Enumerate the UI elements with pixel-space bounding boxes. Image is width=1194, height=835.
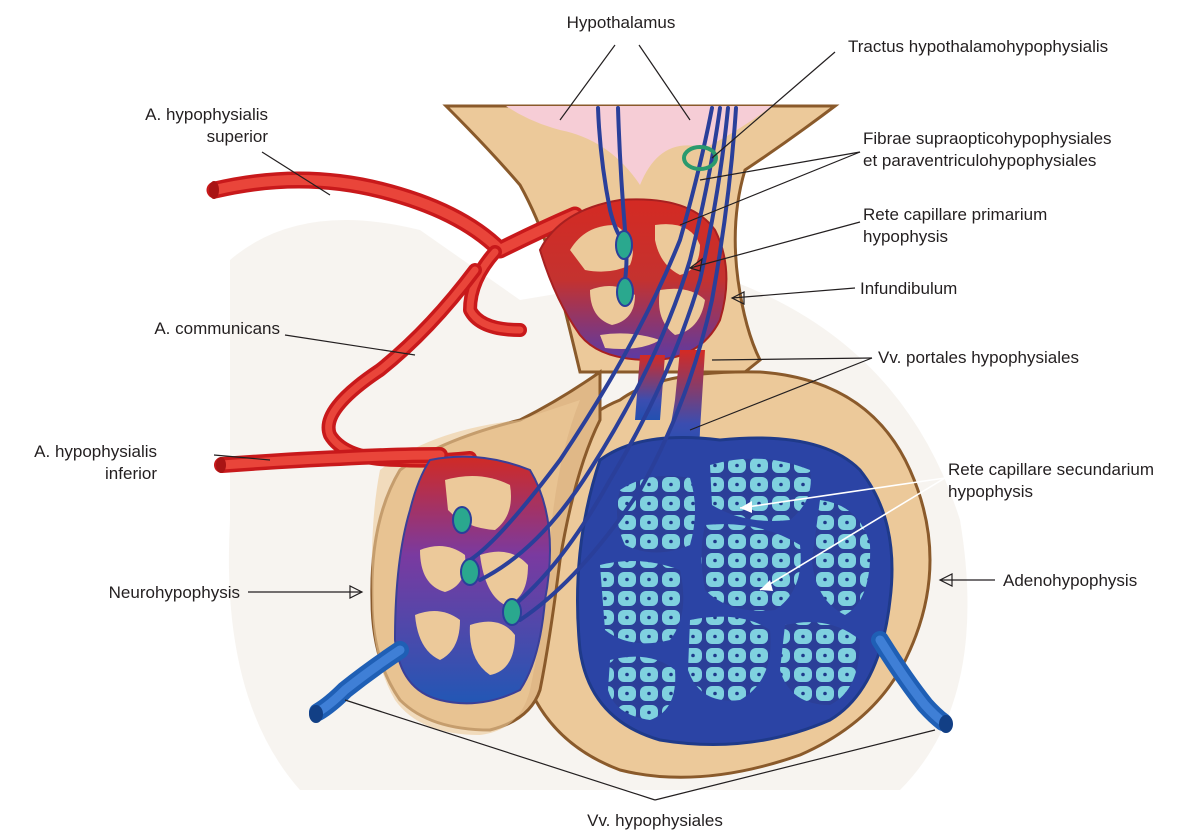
label-hypothalamus: Hypothalamus: [567, 13, 676, 32]
label-a-hyp-inf-line2: inferior: [105, 464, 157, 483]
label-a-communicans: A. communicans: [154, 319, 280, 338]
label-rete-prim-line2: hypophysis: [863, 227, 948, 246]
label-tractus: Tractus hypothalamohypophysialis: [848, 37, 1108, 56]
label-a-hyp-sup-line1: A. hypophysialis: [145, 105, 268, 124]
label-vv-portales: Vv. portales hypophysiales: [878, 348, 1079, 367]
label-a-hyp-inf-line1: A. hypophysialis: [34, 442, 157, 461]
label-rete-sec-line1: Rete capillare secundarium: [948, 460, 1154, 479]
label-rete-sec-line2: hypophysis: [948, 482, 1033, 501]
label-adenohypophysis: Adenohypophysis: [1003, 571, 1137, 590]
label-fibrae-line2: et paraventriculohypophysiales: [863, 151, 1096, 170]
label-a-hyp-sup-line2: superior: [207, 127, 269, 146]
label-neurohypophysis: Neurohypophysis: [109, 583, 240, 602]
rete-capillare-secundarium: [578, 438, 893, 745]
label-infundibulum: Infundibulum: [860, 279, 957, 298]
label-rete-prim-line1: Rete capillare primarium: [863, 205, 1047, 224]
label-fibrae-line1: Fibrae supraopticohypophysiales: [863, 129, 1112, 148]
label-vv-hypophysiales: Vv. hypophysiales: [587, 811, 723, 830]
